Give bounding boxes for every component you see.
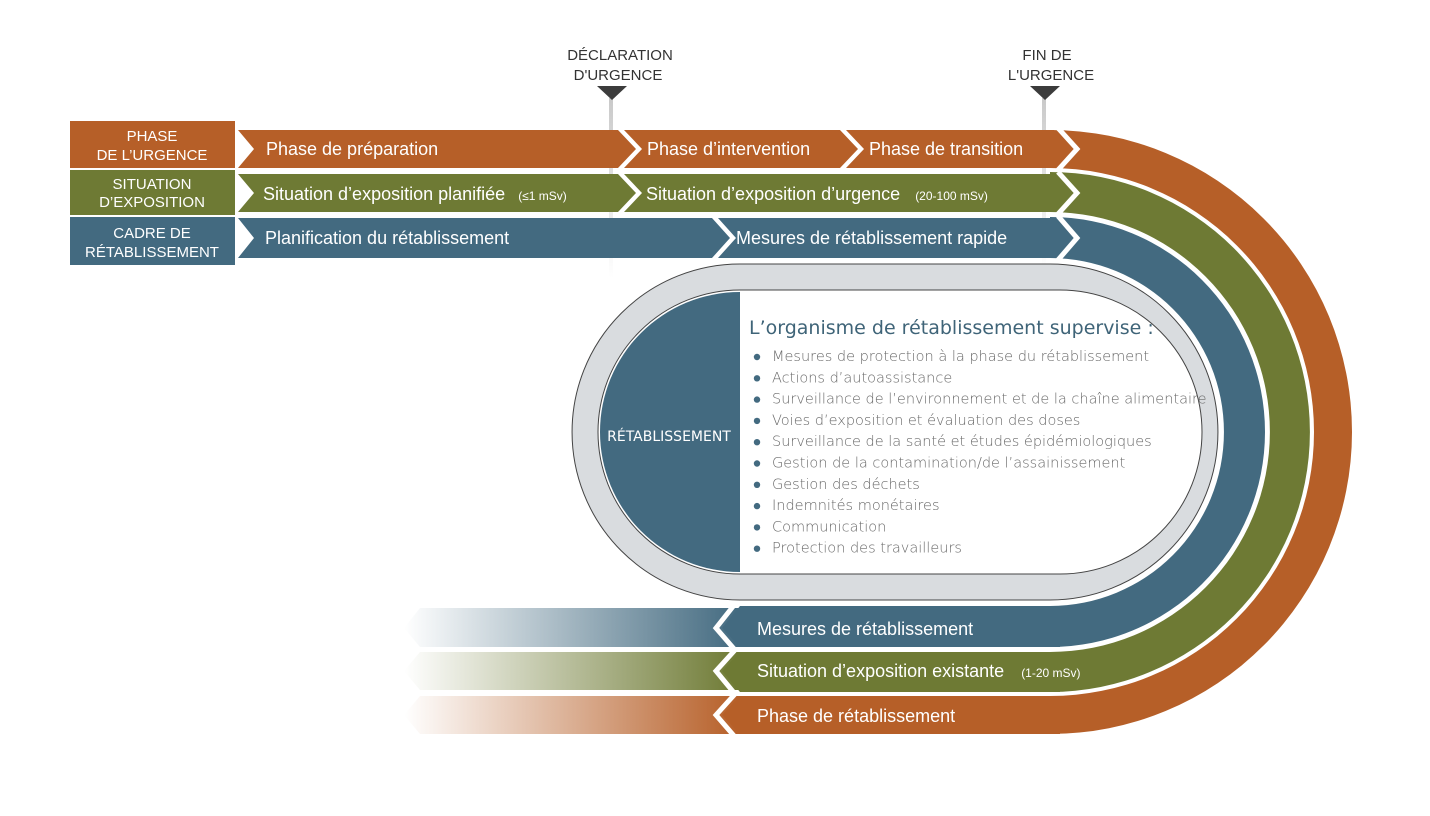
text-return-green-main: Situation d’exposition existante — [757, 661, 1004, 681]
center-list-item: Indemnités monétaires — [772, 498, 940, 514]
segment-phase-transition — [846, 130, 1072, 168]
segment-cadre-early-recovery — [718, 218, 1072, 258]
arc-start-notch-blue — [1056, 214, 1081, 262]
center-list-item: Surveillance de l’environnement et de la… — [772, 392, 1207, 408]
bullet-icon — [753, 375, 761, 382]
row-label-situation: SITUATION D’EXPOSITION — [70, 170, 235, 215]
row-label-phase-line1: PHASE — [127, 128, 178, 145]
center-title: L’organisme de rétablissement supervise … — [749, 317, 1154, 339]
segment-phase-intervention — [624, 130, 858, 168]
text-phase-intervention: Phase d’intervention — [647, 139, 810, 159]
stadium-inner — [597, 289, 1203, 575]
marker-fin-line2: L'URGENCE — [1008, 67, 1094, 84]
return-fade-blue — [404, 608, 740, 647]
return-fade-green — [404, 652, 740, 690]
row-label-situation-line2: D’EXPOSITION — [99, 194, 205, 211]
text-situation-planned-dose: (≤1 mSv) — [518, 189, 567, 203]
stadium-label-panel — [600, 292, 740, 572]
bullet-icon — [753, 545, 761, 552]
marker-declaration-arrow-icon — [597, 86, 627, 100]
return-band-green: Situation d’exposition existante (1-20 m… — [404, 648, 1081, 696]
arc-start-notch-orange — [1056, 126, 1081, 172]
text-return-blue: Mesures de rétablissement — [757, 619, 973, 639]
text-situation-emergency: Situation d’exposition d’urgence (20-100… — [646, 184, 988, 204]
center-label: RÉTABLISSEMENT — [607, 428, 731, 445]
row-label-phase: PHASE DE L’URGENCE — [70, 121, 235, 168]
row-label-cadre-line2: RÉTABLISSEMENT — [85, 244, 219, 261]
arc-start-notch-green — [1056, 170, 1081, 216]
return-fade-orange — [404, 696, 740, 734]
bullet-icon — [753, 460, 761, 467]
marker-declaration-line2: D'URGENCE — [574, 67, 663, 84]
segment-situation-planned — [238, 174, 636, 212]
center-list-item: Voies d’exposition et évaluation des dos… — [772, 413, 1080, 429]
text-return-green-dose: (1-20 mSv) — [1021, 666, 1080, 680]
segment-phase-continuation — [1060, 130, 1078, 168]
center-list-item: Actions d’autoassistance — [772, 370, 952, 386]
text-phase-preparation: Phase de préparation — [266, 139, 438, 159]
recovery-stadium: RÉTABLISSEMENT L’organisme de rétablisse… — [571, 263, 1219, 601]
bullet-icon — [753, 502, 761, 510]
bullet-icon — [753, 481, 761, 488]
segment-situation-emergency — [624, 174, 1072, 212]
marker-fin-arrow-icon — [1030, 86, 1060, 100]
text-situation-planned: Situation d’exposition planifiée (≤1 mSv… — [263, 184, 567, 204]
bullet-icon — [753, 524, 761, 531]
row-label-cadre-line1: CADRE DE — [113, 225, 191, 242]
center-list-item: Communication — [772, 519, 886, 535]
marker-fin-line1: FIN DE — [1022, 47, 1071, 64]
text-cadre-early-recovery: Mesures de rétablissement rapide — [736, 228, 1007, 248]
marker-declaration-line1: DÉCLARATION — [567, 47, 673, 64]
bullet-icon — [753, 439, 761, 446]
segment-cadre-planning — [238, 218, 730, 258]
text-return-orange: Phase de rétablissement — [757, 706, 955, 726]
center-list-item: Gestion de la contamination/de l’assaini… — [772, 456, 1126, 472]
text-cadre-planning: Planification du rétablissement — [265, 228, 509, 248]
return-notch-blue — [712, 602, 737, 652]
bullet-icon — [753, 417, 761, 425]
center-list-item: Surveillance de la santé et études épidé… — [772, 434, 1152, 450]
center-list: Mesures de protection à la phase du réta… — [753, 349, 1207, 557]
bullet-icon — [753, 396, 761, 403]
marker-declaration: DÉCLARATION D'URGENCE — [567, 47, 673, 100]
row-label-situation-line1: SITUATION — [113, 176, 192, 193]
row-label-phase-line2: DE L’URGENCE — [97, 147, 208, 164]
return-band-orange: Phase de rétablissement — [404, 692, 1060, 739]
return-notch-orange — [712, 692, 737, 739]
row-cadre-segments: Planification du rétablissement Mesures … — [238, 218, 1072, 258]
return-notch-green — [712, 648, 737, 696]
text-situation-planned-main: Situation d’exposition planifiée — [263, 184, 505, 204]
return-solid-orange — [722, 696, 1060, 734]
return-solid-green — [722, 652, 1060, 692]
row-situation-segments: Situation d’exposition planifiée (≤1 mSv… — [238, 174, 1072, 212]
center-list-item: Mesures de protection à la phase du réta… — [772, 349, 1149, 365]
segment-phase-preparation — [238, 130, 636, 168]
row-phase-segments: Phase de préparation Phase d’interventio… — [238, 130, 1078, 168]
row-label-cadre: CADRE DE RÉTABLISSEMENT — [70, 217, 235, 265]
marker-fin: FIN DE L'URGENCE — [1008, 47, 1094, 100]
return-solid-blue — [722, 606, 1060, 647]
text-situation-emergency-main: Situation d’exposition d’urgence — [646, 184, 900, 204]
text-phase-transition: Phase de transition — [869, 139, 1023, 159]
bullet-icon — [753, 353, 761, 361]
return-band-blue: Mesures de rétablissement — [404, 602, 1060, 652]
text-situation-emergency-dose: (20-100 mSv) — [915, 189, 988, 203]
text-return-green: Situation d’exposition existante (1-20 m… — [757, 661, 1081, 681]
center-list-item: Protection des travailleurs — [772, 541, 962, 557]
center-list-item: Gestion des déchets — [772, 477, 920, 493]
